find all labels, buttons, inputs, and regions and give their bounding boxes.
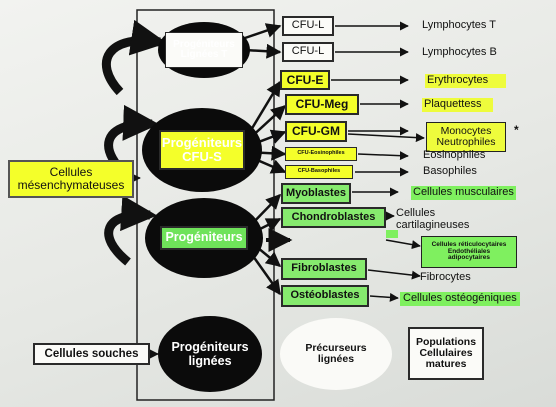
stem-cells-box: Cellules souches (33, 343, 150, 365)
cfu-l-box-2: CFU-L (282, 42, 334, 62)
curved-arrow-top (101, 19, 168, 96)
result-cellules-reticulocytaires: Cellules réticulocytaires Endothéliales … (421, 236, 517, 268)
chondro-stub (386, 230, 398, 238)
osteoblastes-box: Ostéoblastes (281, 285, 369, 307)
result-eosinophiles: Eosinophiles (423, 149, 486, 161)
result-fibrocytes: Fibrocytes (420, 271, 471, 283)
result-lymphocytes-t: Lymphocytes T (422, 19, 496, 31)
result-cellules-musculaires: Cellules musculaires (411, 186, 516, 200)
result-erythrocytes: Erythrocytes (425, 74, 507, 88)
progenitor-t-lineage-oval: Progéniteurs Lignées T (158, 22, 250, 78)
progenitor-t-lineage-label: Progéniteurs Lignées T (165, 32, 243, 68)
progenitor-lineages-oval: Progéniteurs lignées (158, 316, 262, 392)
result-cellules-osteogeniques: Cellules ostéogéniques (400, 292, 520, 306)
result-basophiles: Basophiles (423, 165, 477, 177)
cfu-e-box: CFU-E (280, 70, 330, 90)
progenitor-generic-oval: Progéniteurs (145, 198, 263, 278)
progenitor-generic-label: Progéniteurs (160, 226, 248, 250)
precursors-label: Précurseurs lignées (305, 341, 367, 365)
result-monocytes-neutrophiles: Monocytes Neutrophiles (426, 122, 506, 152)
result-cellules-cartilagineuses: Cellules cartilagineuses (396, 207, 470, 231)
myoblastes-box: Myoblastes (281, 183, 351, 204)
result-asterisk: * (514, 123, 519, 137)
curved-arrow-low (104, 195, 158, 266)
precursors-oval: Précurseurs lignées (280, 318, 392, 390)
cfu-gm-box: CFU-GM (285, 121, 347, 142)
cfu-l-box-1: CFU-L (282, 16, 334, 36)
progenitor-cfu-s-oval: Progéniteurs CFU-S (142, 108, 262, 192)
result-lymphocytes-b: Lymphocytes B (422, 46, 497, 58)
cfu-eosinophiles-box: CFU-Eosinophiles (285, 147, 357, 161)
fibroblastes-box: Fibroblastes (281, 258, 367, 280)
result-plaquettes: Plaquettess (422, 98, 494, 112)
cfu-basophiles-box: CFU-Basophiles (285, 165, 353, 179)
chondroblastes-box: Chondroblastes (281, 207, 386, 228)
progenitor-cfu-s-label: Progéniteurs CFU-S (159, 130, 245, 170)
mesenchymal-cells-box: Cellules mésenchymateuses (8, 160, 134, 198)
cfu-meg-box: CFU-Meg (285, 94, 359, 115)
populations-box: Populations Cellulaires matures (408, 327, 484, 380)
